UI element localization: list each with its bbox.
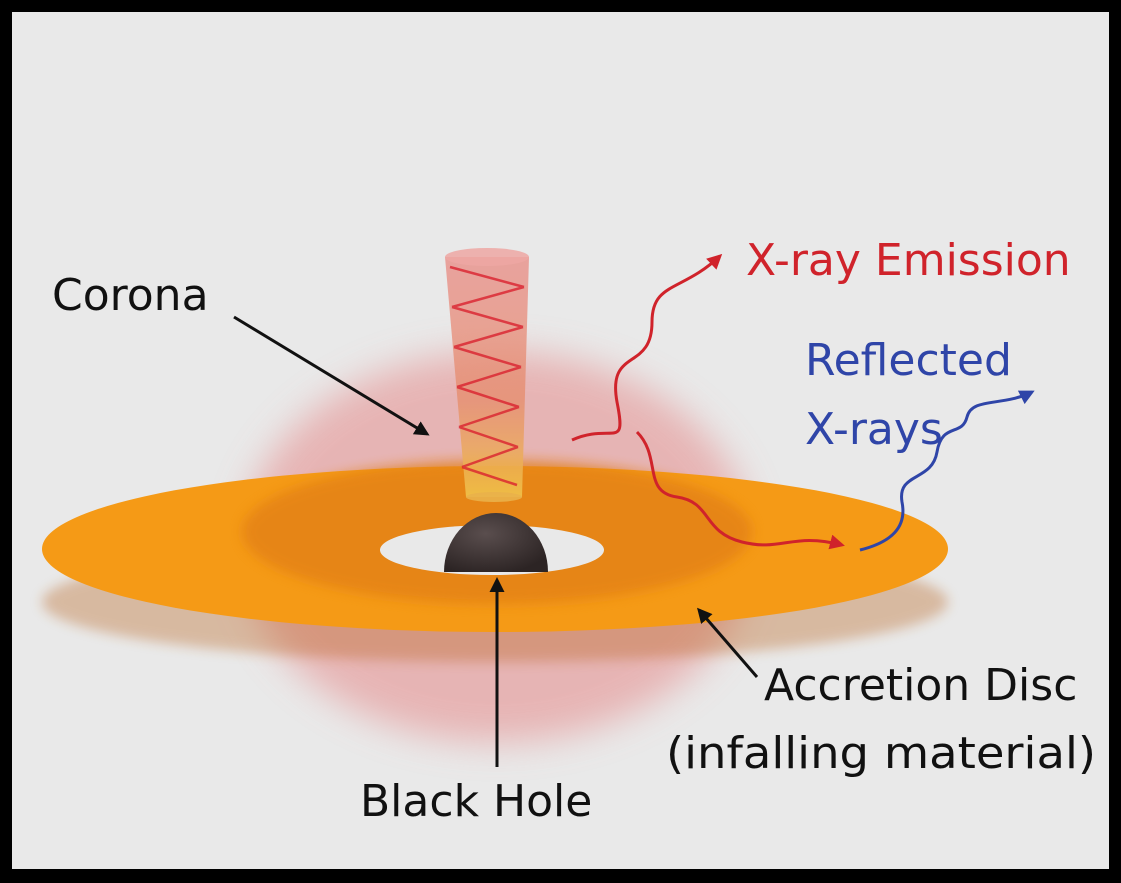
corona-cone [445, 248, 529, 502]
xray-emission-label: X-ray Emission [746, 235, 1071, 286]
accretion-diagram: Corona X-ray Emission Reflected X-rays A… [42, 235, 1096, 827]
xrays-label: X-rays [805, 404, 943, 455]
diagram-frame: Corona X-ray Emission Reflected X-rays A… [12, 12, 1109, 869]
black-hole-label: Black Hole [360, 776, 592, 827]
corona-pointer-arrow [233, 315, 430, 436]
reflected-label: Reflected [805, 335, 1012, 386]
xray-disc-ray [635, 430, 845, 550]
accretion-disc-label: Accretion Disc [764, 660, 1077, 711]
corona-label: Corona [52, 270, 209, 321]
reflected-xray-ray [859, 390, 1035, 552]
xray-emission-ray [571, 253, 723, 442]
infalling-material-label: (infalling material) [666, 728, 1096, 779]
black-hole-sphere [444, 513, 548, 572]
corona-coil [449, 265, 525, 487]
accretion-pointer-arrow [697, 607, 759, 678]
